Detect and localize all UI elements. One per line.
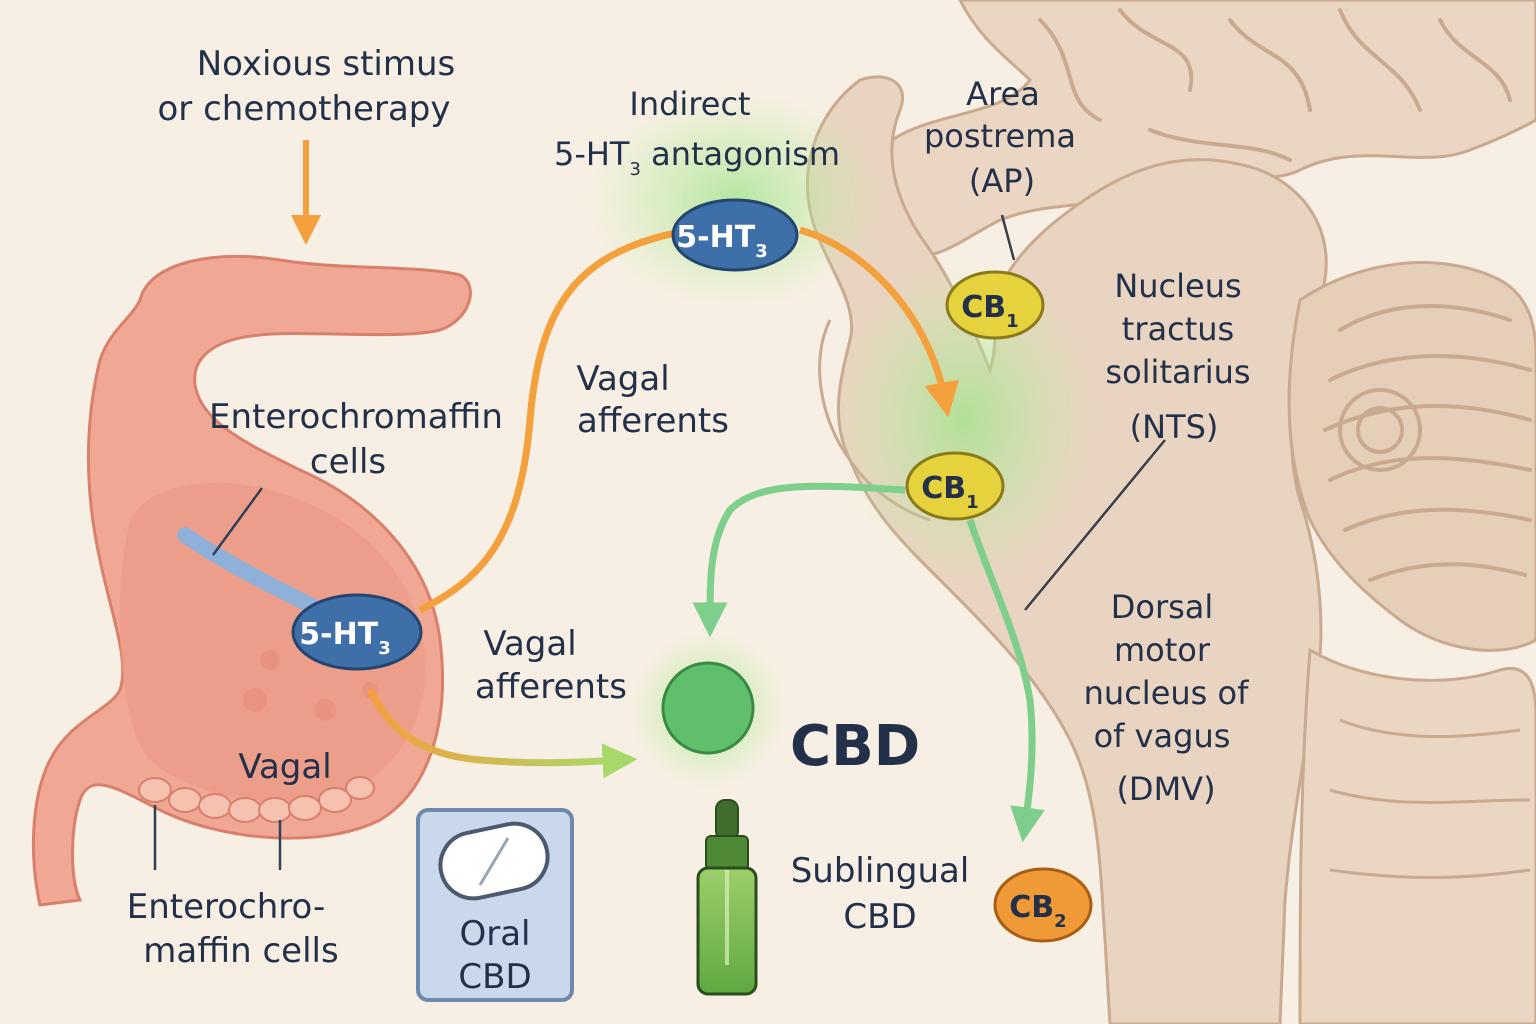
receptor-5ht3-upper: 5-HT3 — [671, 198, 799, 272]
svg-text:afferents: afferents — [577, 401, 729, 441]
svg-text:nucleus of: nucleus of — [1084, 674, 1249, 712]
svg-text:CB1: CB1 — [921, 471, 978, 513]
cerebrum-gyri — [1038, 8, 1512, 162]
enterochromaffin-upper-label: Enterochromaffin — [209, 397, 503, 437]
cbd-label: CBD — [790, 714, 920, 779]
svg-text:cells: cells — [310, 442, 386, 482]
cb1-to-cb2-arrow — [966, 518, 1045, 843]
noxious-stimulus-label: Noxious stimus — [197, 44, 456, 84]
svg-text:5-HT3 antagonism: 5-HT3 antagonism — [554, 135, 840, 180]
svg-text:(DMV): (DMV) — [1116, 770, 1215, 808]
svg-text:of vagus: of vagus — [1094, 717, 1231, 755]
vagal-nerve-segment — [177, 527, 328, 618]
nts-leader-line — [1024, 439, 1166, 611]
area-postrema-label: Area — [966, 75, 1040, 113]
cerebellum-folia — [1323, 304, 1532, 582]
cbd-molecule — [661, 661, 755, 755]
vagal-afferent-upper-arrow — [418, 226, 691, 614]
svg-text:CBD: CBD — [458, 957, 531, 997]
pill-icon — [438, 821, 550, 901]
vagal-stomach-label: Vagal — [238, 747, 331, 787]
svg-text:5-HT3: 5-HT3 — [299, 617, 390, 659]
occipital-lobe-shape — [1298, 647, 1536, 1024]
text-labels: Noxious stimus or chemotherapy Indirect … — [127, 44, 1251, 971]
svg-text:or chemotherapy: or chemotherapy — [158, 89, 451, 129]
stomach-lining — [119, 482, 426, 803]
svg-text:tractus: tractus — [1122, 310, 1234, 348]
svg-text:5-HT3: 5-HT3 — [676, 220, 767, 262]
receptor-cb1-area-postrema: CB1 — [945, 270, 1045, 340]
pathway-arrows — [153, 140, 1166, 870]
svg-text:motor: motor — [1114, 631, 1211, 669]
vagal-afferent-lower-arrow — [366, 688, 638, 779]
svg-text:Oral: Oral — [459, 914, 530, 954]
dropper-bottle-icon — [696, 799, 758, 996]
enterochromaffin-lower-label: Enterochro- — [127, 887, 326, 927]
vagal-afferents-upper-label: Vagal — [576, 359, 669, 399]
receptor-cb2: CB2 — [993, 867, 1093, 943]
ec-upper-leader-line — [211, 487, 264, 556]
vagal-afferents-lower-label: Vagal — [483, 624, 576, 664]
nts-label: Nucleus — [1114, 267, 1241, 305]
svg-text:CBD: CBD — [843, 897, 916, 937]
svg-text:CB1: CB1 — [961, 290, 1018, 332]
cerebrum-shape — [853, 0, 1536, 259]
svg-text:(AP): (AP) — [969, 162, 1035, 200]
svg-text:afferents: afferents — [475, 667, 627, 707]
stomach-illustration — [31, 254, 472, 907]
svg-text:CB2: CB2 — [1009, 890, 1066, 932]
vagal-afferent-to-cb1-arrow — [799, 226, 959, 418]
lobe-sulci — [1329, 718, 1531, 879]
svg-text:solitarius: solitarius — [1105, 353, 1250, 391]
dmv-label: Dorsal — [1111, 588, 1214, 626]
indirect-antagonism-label: Indirect — [629, 85, 750, 123]
receptor-5ht3-gut: 5-HT3 — [291, 593, 423, 671]
oral-cbd-box: Oral CBD — [416, 808, 574, 1002]
receptor-cb1-nts: CB1 — [905, 451, 1005, 521]
svg-text:postrema: postrema — [924, 117, 1076, 155]
svg-text:maffin cells: maffin cells — [143, 931, 338, 971]
svg-text:(NTS): (NTS) — [1130, 408, 1219, 446]
sublingual-cbd-label: Sublingual — [791, 851, 970, 891]
stomach-folds — [138, 776, 375, 823]
cb1-to-cbd-arrow — [692, 482, 906, 638]
ap-leader-line — [1000, 214, 1016, 261]
